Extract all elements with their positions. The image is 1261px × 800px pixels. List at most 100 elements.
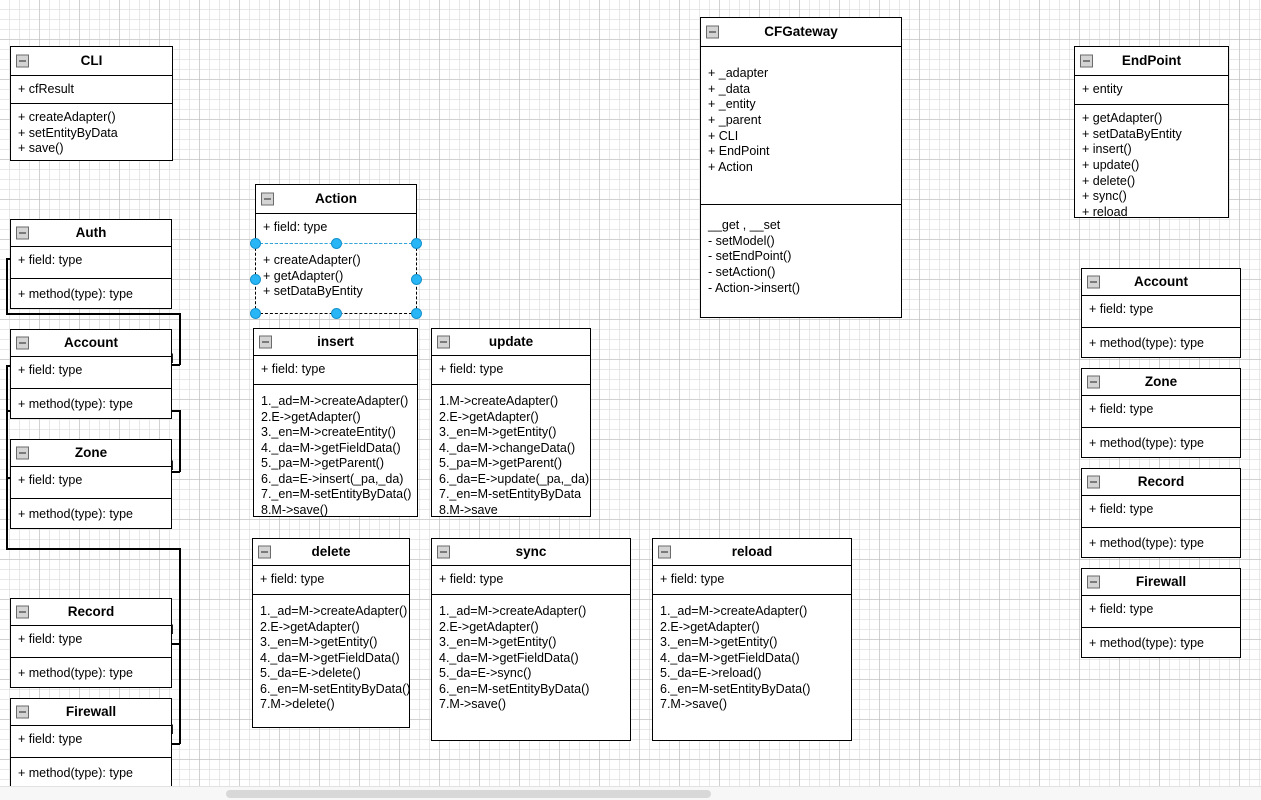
horizontal-scrollbar-thumb[interactable] [226,790,711,798]
methods-compartment-update[interactable]: 1.M->createAdapter() 2.E->getAdapter() 3… [432,384,590,517]
class-box-sync[interactable]: sync + field: type 1._ad=M->createAdapte… [431,538,631,741]
collapse-minus-icon[interactable] [706,25,719,39]
collapse-minus-icon[interactable] [16,336,29,350]
attributes-compartment-cfgateway[interactable]: + _adapter + _data + _entity + _parent +… [701,47,901,204]
methods-compartment-zone-left[interactable]: + method(type): type [11,498,171,529]
class-title-bar-insert[interactable]: insert [254,329,417,356]
attributes-compartment-firewall-right[interactable]: + field: type [1082,596,1240,627]
class-title-bar-account-left[interactable]: Account [11,330,171,357]
connector-zone-parent-vertical[interactable] [6,477,8,549]
collapse-minus-icon[interactable] [16,446,29,460]
attributes-compartment-delete[interactable]: + field: type [253,566,409,594]
attributes-compartment-insert[interactable]: + field: type [254,356,417,384]
resize-handle-s[interactable] [331,308,342,319]
attributes-compartment-record-left[interactable]: + field: type [11,626,171,657]
class-title-bar-zone-left[interactable]: Zone [11,440,171,467]
methods-compartment-cli[interactable]: + createAdapter() + setEntityByData + sa… [11,103,172,160]
collapse-minus-icon[interactable] [16,705,29,719]
attributes-compartment-firewall-left[interactable]: + field: type [11,726,171,757]
collapse-minus-icon[interactable] [1080,54,1093,68]
collapse-minus-icon[interactable] [261,192,274,206]
attributes-compartment-update[interactable]: + field: type [432,356,590,384]
connector-firewall-child-stub[interactable] [166,743,180,745]
class-box-auth[interactable]: Auth + field: type + method(type): type [10,219,172,309]
attributes-compartment-cli[interactable]: + cfResult [11,76,172,103]
collapse-minus-icon[interactable] [437,545,450,559]
class-title-bar-auth[interactable]: Auth [11,220,171,247]
attributes-compartment-record-right[interactable]: + field: type [1082,496,1240,527]
collapse-minus-icon[interactable] [16,605,29,619]
collapse-minus-icon[interactable] [1087,575,1100,589]
resize-handle-nw[interactable] [250,238,261,249]
attributes-compartment-account-left[interactable]: + field: type [11,357,171,388]
methods-compartment-reload[interactable]: 1._ad=M->createAdapter() 2.E->getAdapter… [653,594,851,740]
class-title-bar-action[interactable]: Action [256,185,416,214]
resize-handle-w[interactable] [250,274,261,285]
class-title-bar-update[interactable]: update [432,329,590,356]
class-title-bar-firewall-left[interactable]: Firewall [11,699,171,726]
class-box-record-left[interactable]: Record + field: type + method(type): typ… [10,598,172,688]
connector-account-child-vertical[interactable] [179,313,181,365]
attributes-compartment-endpoint[interactable]: + entity [1075,76,1228,104]
resize-handle-sw[interactable] [250,308,261,319]
collapse-minus-icon[interactable] [259,335,272,349]
class-box-action[interactable]: Action + field: type [255,184,417,244]
connector-record-child-stub[interactable] [166,643,180,645]
resize-handle-n[interactable] [331,238,342,249]
connector-firewall-child-vertical[interactable] [179,643,181,744]
resize-handle-se[interactable] [411,308,422,319]
connector-zone-to-record[interactable] [6,548,180,550]
methods-compartment-sync[interactable]: 1._ad=M->createAdapter() 2.E->getAdapter… [432,594,630,740]
class-title-bar-firewall-right[interactable]: Firewall [1082,569,1240,596]
connector-record-child-vertical[interactable] [179,548,181,644]
class-box-delete[interactable]: delete + field: type 1._ad=M->createAdap… [252,538,410,728]
class-title-bar-record-right[interactable]: Record [1082,469,1240,496]
class-box-record-right[interactable]: Record + field: type + method(type): typ… [1081,468,1241,558]
class-box-cfgateway[interactable]: CFGateway + _adapter + _data + _entity +… [700,17,902,318]
connector-auth-to-account[interactable] [6,313,180,315]
class-title-bar-cfgateway[interactable]: CFGateway [701,18,901,47]
collapse-minus-icon[interactable] [16,54,29,68]
methods-compartment-endpoint[interactable]: + getAdapter() + setDataByEntity + inser… [1075,104,1228,219]
class-box-cli[interactable]: CLI + cfResult + createAdapter() + setEn… [10,46,173,161]
class-title-bar-reload[interactable]: reload [653,539,851,566]
resize-handle-e[interactable] [411,274,422,285]
collapse-minus-icon[interactable] [1087,375,1100,389]
attributes-compartment-sync[interactable]: + field: type [432,566,630,594]
class-title-bar-zone-right[interactable]: Zone [1082,369,1240,396]
methods-compartment-zone-right[interactable]: + method(type): type [1082,427,1240,458]
resize-handle-ne[interactable] [411,238,422,249]
class-title-bar-account-right[interactable]: Account [1082,269,1240,296]
connector-account-child-stub[interactable] [166,364,180,366]
class-box-reload[interactable]: reload + field: type 1._ad=M->createAdap… [652,538,852,741]
class-box-zone-right[interactable]: Zone + field: type + method(type): type [1081,368,1241,458]
methods-compartment-record-left[interactable]: + method(type): type [11,657,171,688]
collapse-minus-icon[interactable] [1087,475,1100,489]
attributes-compartment-zone-right[interactable]: + field: type [1082,396,1240,427]
class-title-bar-cli[interactable]: CLI [11,47,172,76]
methods-compartment-account-left[interactable]: + method(type): type [11,388,171,419]
class-title-bar-endpoint[interactable]: EndPoint [1075,47,1228,76]
methods-compartment-delete[interactable]: 1._ad=M->createAdapter() 2.E->getAdapter… [253,594,410,727]
class-box-firewall-right[interactable]: Firewall + field: type + method(type): t… [1081,568,1241,658]
class-box-insert[interactable]: insert + field: type 1._ad=M->createAdap… [253,328,418,517]
methods-compartment-firewall-right[interactable]: + method(type): type [1082,627,1240,658]
collapse-minus-icon[interactable] [658,545,671,559]
attributes-compartment-zone-left[interactable]: + field: type [11,467,171,498]
connector-zone-child-stub[interactable] [166,471,180,473]
collapse-minus-icon[interactable] [258,545,271,559]
methods-compartment-action[interactable]: + createAdapter() + getAdapter() + setDa… [255,243,417,314]
connector-zone-child-vertical[interactable] [179,410,181,472]
collapse-minus-icon[interactable] [1087,275,1100,289]
class-box-update[interactable]: update + field: type 1.M->createAdapter(… [431,328,591,517]
class-box-firewall-left[interactable]: Firewall + field: type + method(type): t… [10,698,172,788]
connector-account-parent-vertical[interactable] [6,365,8,477]
class-box-account-right[interactable]: Account + field: type + method(type): ty… [1081,268,1241,358]
methods-compartment-account-right[interactable]: + method(type): type [1082,327,1240,358]
methods-compartment-cfgateway[interactable]: __get , __set - setModel() - setEndPoint… [701,204,901,317]
class-title-bar-delete[interactable]: delete [253,539,409,566]
connector-auth-parent-vertical[interactable] [6,258,8,314]
attributes-compartment-reload[interactable]: + field: type [653,566,851,594]
methods-compartment-firewall-left[interactable]: + method(type): type [11,757,171,788]
